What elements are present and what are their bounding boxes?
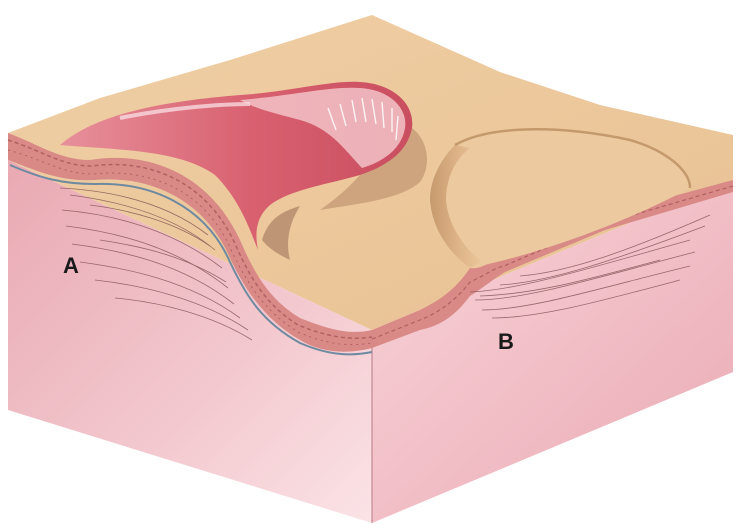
label-a: A — [63, 253, 79, 278]
label-b: B — [498, 329, 514, 354]
